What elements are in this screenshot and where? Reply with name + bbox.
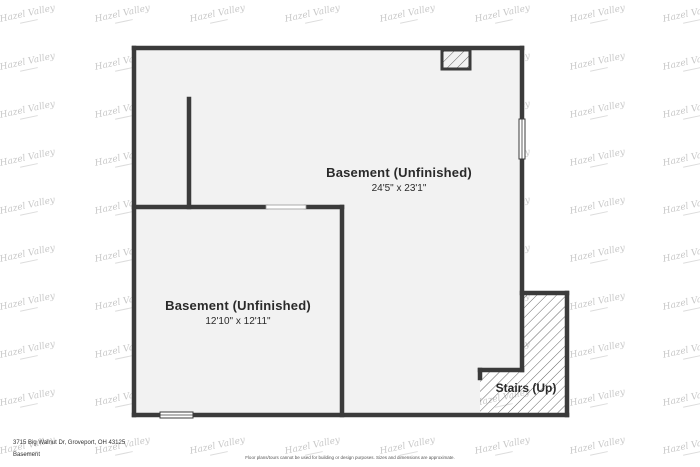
floor-level: Basement: [13, 452, 41, 458]
chimney: [440, 48, 472, 71]
walls: [131, 45, 570, 418]
disclaimer: Floor plans/tours cannot be used for bui…: [245, 455, 455, 460]
opening-interior: [265, 204, 307, 210]
room-dimensions: 12'10" x 12'11": [205, 316, 271, 327]
room-label-small: Basement (Unfinished) 12'10" x 12'11": [165, 298, 311, 327]
window-bottom: [159, 411, 194, 419]
stairs-label: Stairs (Up): [495, 381, 557, 395]
room-name: Basement (Unfinished): [326, 165, 472, 180]
property-address: 3715 Big Walnut Dr, Groveport, OH 43125: [13, 440, 126, 446]
room-dimensions: 24'5" x 23'1": [371, 183, 427, 194]
room-label-main: Basement (Unfinished) 24'5" x 23'1": [326, 165, 472, 194]
window-right: [518, 118, 526, 160]
floor-area: [134, 48, 522, 415]
room-name: Basement (Unfinished): [165, 298, 311, 313]
